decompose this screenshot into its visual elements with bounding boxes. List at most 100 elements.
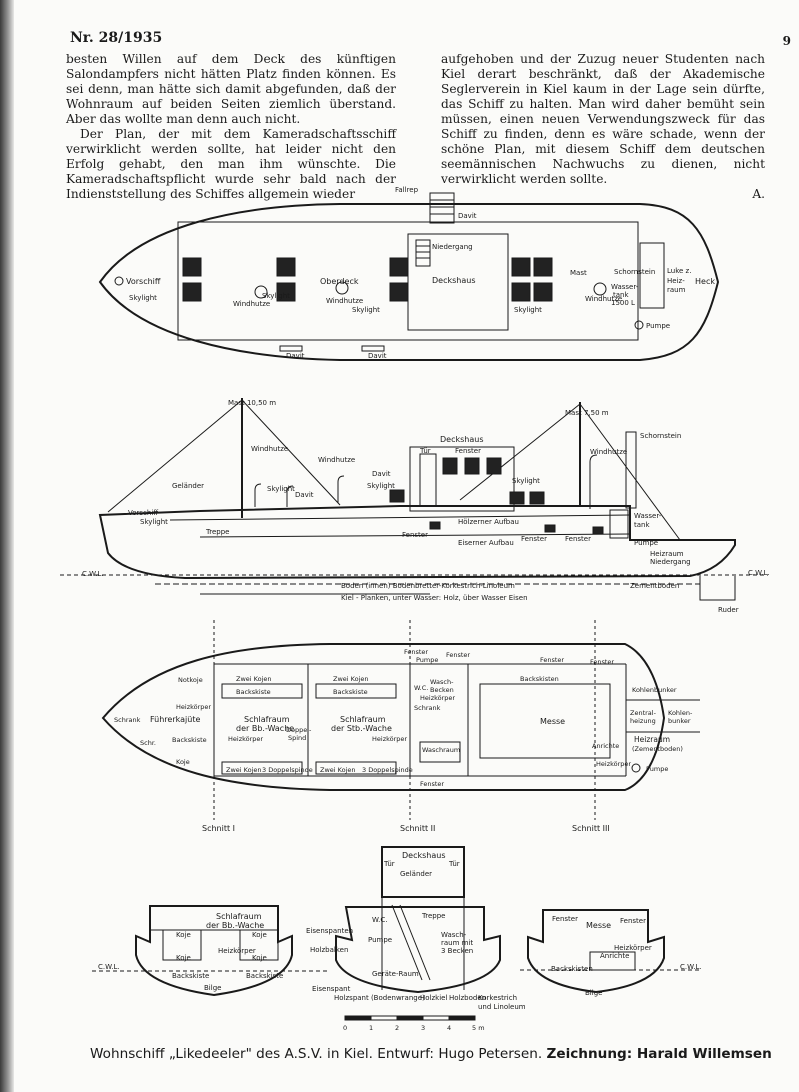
label-fenster: Fenster bbox=[404, 648, 428, 656]
vorschiff-marker-icon bbox=[114, 276, 124, 286]
label-fenster: Fenster bbox=[446, 651, 470, 659]
windhutze-icon bbox=[254, 285, 268, 299]
label-pumpe: Pumpe bbox=[416, 656, 438, 664]
label-doppelspind: Doppel- bbox=[286, 726, 312, 734]
label-wassertank: Wasser- bbox=[611, 283, 639, 291]
label-zentralheizung: Zentral- bbox=[630, 709, 657, 717]
label-fenster: Fenster bbox=[521, 535, 547, 543]
side-hull-outline bbox=[98, 505, 736, 580]
label-koje: Koje bbox=[176, 954, 191, 962]
label-schr: Schr. bbox=[140, 739, 156, 747]
label-geraeteraum: Geräte-Raum bbox=[372, 970, 419, 978]
label-skylight: Skylight bbox=[514, 306, 542, 314]
label-skylight: Skylight bbox=[262, 292, 290, 300]
label-wassertank: Wasser- bbox=[634, 512, 662, 520]
label-wassertank: tank bbox=[613, 291, 629, 299]
label-heizraum: Heizraum bbox=[634, 735, 670, 744]
label-schlafraum-stb: Schlafraum bbox=[340, 715, 386, 724]
label-heizkoerper: Heizkörper bbox=[596, 760, 631, 768]
label-niedergang: Niedergang bbox=[432, 243, 473, 251]
label-backskiste: Backskiste bbox=[333, 688, 368, 696]
label-zwei-kojen: Zwei Kojen bbox=[226, 766, 261, 774]
label-section-title: der Bb.-Wache bbox=[206, 921, 264, 930]
article-column-right: aufgehoben und der Zuzug neuer Studenten… bbox=[441, 52, 765, 202]
label-koje: Koje bbox=[176, 758, 190, 766]
label-skylight: Skylight bbox=[140, 518, 168, 526]
deck-plan: Fallrep Davit Niedergang Vorschiff Skyli… bbox=[98, 186, 720, 361]
label-holzspant: Holzspant (Bodenwrange) bbox=[334, 994, 425, 1002]
pumpe-icon bbox=[631, 763, 641, 773]
label-kiel: Kiel - Planken, unter Wasser: Holz, über… bbox=[341, 594, 528, 602]
caption-title: Wohnschiff „Likedeeler" des A.S.V. in Ki… bbox=[90, 1046, 373, 1062]
label-backskiste: Backskiste bbox=[246, 972, 283, 980]
label-heizkoerper: Heizkörper bbox=[176, 703, 211, 711]
label-mast: Mast bbox=[570, 269, 587, 277]
label-oberdeck: Oberdeck bbox=[320, 277, 359, 286]
pumpe-icon bbox=[634, 320, 644, 330]
label-niedergang: Niedergang bbox=[650, 558, 691, 566]
label-fenster: Fenster bbox=[420, 780, 444, 788]
caption-design: Entwurf: Hugo Petersen. bbox=[377, 1046, 543, 1062]
label-fenster: Fenster bbox=[540, 656, 564, 664]
article-paragraph: aufgehoben und der Zuzug neuer Studenten… bbox=[441, 52, 765, 186]
label-windhutze: Windhutze bbox=[318, 456, 355, 464]
label-schlafraum-stb: der Stb.-Wache bbox=[331, 724, 392, 733]
label-vorschiff: Vorschiff bbox=[128, 509, 158, 517]
label-skylight: Skylight bbox=[512, 477, 540, 485]
section-1: Schlafraum der Bb.-Wache Koje Koje Heizk… bbox=[92, 905, 330, 997]
label-anrichte: Anrichte bbox=[600, 952, 629, 960]
label-holzkiel: Holzkiel bbox=[420, 994, 447, 1002]
label-wc: W.C. bbox=[414, 684, 428, 692]
label-schnitt-3: Schnitt III bbox=[572, 824, 610, 833]
scale-tick: 1 bbox=[369, 1024, 373, 1032]
label-koje: Koje bbox=[176, 931, 191, 939]
label-doppelspind: Spind bbox=[288, 734, 306, 742]
article-paragraph: Der Plan, der mit dem Kameradschaftsschi… bbox=[66, 127, 396, 201]
label-eisenspanten: Eisenspanten bbox=[306, 927, 353, 935]
label-heizkoerper: Heizkörper bbox=[420, 694, 455, 702]
label-gelaender: Geländer bbox=[172, 482, 204, 490]
label-kohlen: Kohlen- bbox=[668, 709, 693, 717]
label-heizkoerper: Heizkörper bbox=[614, 944, 652, 952]
label-zwei-kojen: Zwei Kojen bbox=[333, 675, 368, 683]
label-windhutze: Windhutze bbox=[585, 295, 622, 303]
label-bilge: Bilge bbox=[204, 984, 221, 992]
deck-hull-outline bbox=[98, 203, 720, 361]
label-boden: Boden (innen) Bodenbretter-Korkestrich-L… bbox=[341, 582, 515, 590]
label-fenster: Fenster bbox=[590, 658, 614, 666]
label-windhutze: Windhutze bbox=[251, 445, 288, 453]
label-schlafraum-bb: der Bb.-Wache bbox=[236, 724, 294, 733]
label-tuer: Tür bbox=[448, 860, 460, 868]
label-deckshaus: Deckshaus bbox=[432, 276, 476, 285]
label-treppe: Treppe bbox=[421, 912, 445, 920]
label-tuer: Tür bbox=[383, 860, 395, 868]
scale-tick: 4 bbox=[447, 1024, 451, 1032]
label-heizkoerper: Heizkörper bbox=[228, 735, 263, 743]
label-waschraum: Waschraum bbox=[422, 746, 460, 754]
label-pumpe: Pumpe bbox=[368, 936, 392, 944]
article-column-left: besten Willen auf dem Deck des künftigen… bbox=[66, 52, 396, 202]
label-zwei-kojen: Zwei Kojen bbox=[320, 766, 355, 774]
label-hoelzerner-aufbau: Hölzerner Aufbau bbox=[458, 518, 519, 526]
label-messe: Messe bbox=[540, 717, 565, 726]
label-fuehrerkajuete: Führerkajüte bbox=[150, 715, 200, 724]
deckshaus-side bbox=[409, 446, 515, 512]
label-luke: Luke z. bbox=[667, 267, 691, 275]
label-skylight: Skylight bbox=[367, 482, 395, 490]
label-section-title: Schlafraum bbox=[216, 912, 262, 921]
label-korkestrich: Korkestrich bbox=[478, 994, 517, 1002]
label-fenster: Fenster bbox=[552, 915, 578, 923]
windhutze-icon bbox=[335, 281, 349, 295]
label-tuer: Tür bbox=[419, 447, 431, 455]
label-cwl: C.W.L. bbox=[680, 963, 702, 971]
label-backskiste: Backskiste bbox=[172, 972, 209, 980]
label-bunker: bunker bbox=[668, 717, 691, 725]
label-davit: Davit bbox=[372, 470, 391, 478]
oberdeck-house bbox=[177, 221, 639, 341]
label-mast-front: Mast 10,50 m bbox=[228, 399, 276, 407]
label-fenster: Fenster bbox=[620, 917, 646, 925]
label-heizraum: Heizraum bbox=[650, 550, 684, 558]
scale-tick: 5 m bbox=[472, 1024, 485, 1032]
label-skylight: Skylight bbox=[129, 294, 157, 302]
